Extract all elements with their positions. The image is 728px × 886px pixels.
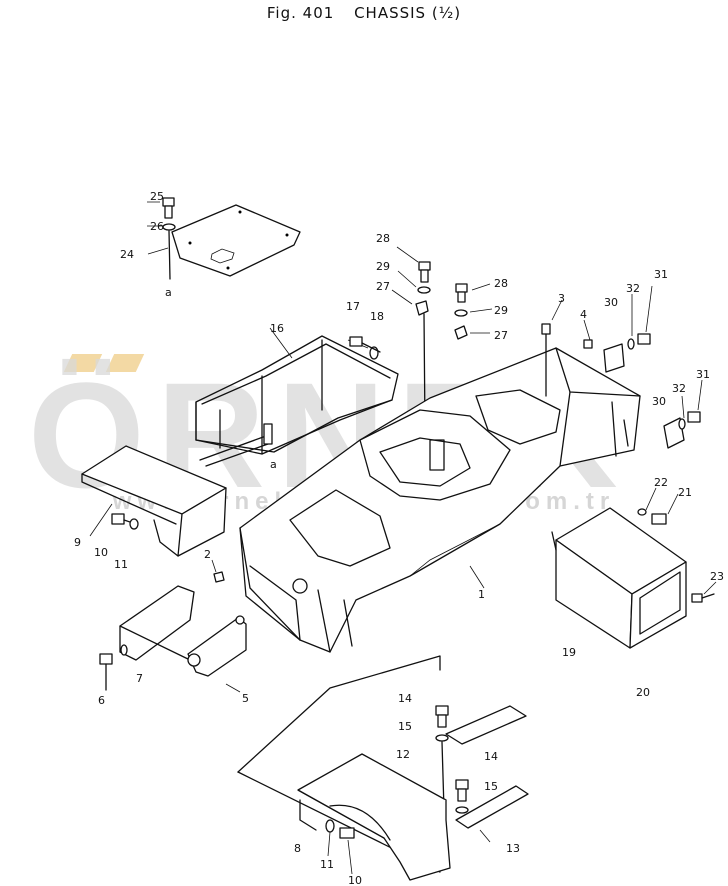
callout-31-upper: 31 (654, 268, 668, 281)
callout-30-upper: 30 (604, 296, 618, 309)
callout-15-lower: 15 (484, 780, 498, 793)
callout-1: 1 (478, 588, 485, 601)
plate-30-upper (603, 343, 625, 373)
callout-29-right: 29 (494, 304, 508, 317)
callout-19: 19 (562, 646, 576, 659)
callout-12: 12 (396, 748, 410, 761)
callout-15-upper: 15 (398, 720, 412, 733)
callout-10-lower: 10 (348, 874, 362, 886)
callout-18: 18 (370, 310, 384, 323)
callout-7: 7 (136, 672, 143, 685)
callout-27-right: 27 (494, 329, 508, 342)
bolt-31-upper (627, 285, 653, 350)
callout-32-lower: 32 (672, 382, 686, 395)
callout-14-lower: 14 (484, 750, 498, 763)
lower-step-plate (237, 655, 451, 881)
callout-9: 9 (74, 536, 81, 549)
tool-box-19 (551, 507, 687, 649)
callout-25: 25 (150, 190, 164, 203)
callout-30-lower: 30 (652, 395, 666, 408)
callout-20: 20 (636, 686, 650, 699)
callout-17: 17 (346, 300, 360, 313)
bolt-6-7 (99, 644, 128, 691)
figure-number: Fig. 401 (266, 4, 335, 22)
rack-5 (119, 585, 247, 693)
floor-plate-9 (81, 445, 227, 557)
bolt-25 (147, 197, 176, 280)
step-13 (445, 705, 529, 843)
bolt-2 (211, 559, 225, 583)
callout-31-lower: 31 (696, 368, 710, 381)
callout-26: 26 (150, 220, 164, 233)
cover-plate-24 (171, 204, 301, 277)
bolt-21-22 (637, 487, 679, 525)
callout-24: 24 (120, 248, 134, 261)
callout-14-upper: 14 (398, 692, 412, 705)
callout-22: 22 (654, 476, 668, 489)
callout-16: 16 (270, 322, 284, 335)
callout-27-left: 27 (376, 280, 390, 293)
bolt-28-right (454, 283, 493, 340)
callout-28-left: 28 (376, 232, 390, 245)
figure-title: Fig. 401 CHASSIS (½) (0, 4, 728, 22)
main-frame-1 (239, 347, 641, 653)
callout-4: 4 (580, 308, 587, 321)
bolt-17 (349, 336, 381, 360)
callout-11-lower: 11 (320, 858, 334, 871)
bolt-10-11-lower (325, 819, 355, 875)
callout-8: 8 (294, 842, 301, 855)
callout-6: 6 (98, 694, 105, 707)
guard-frame-16 (195, 327, 399, 467)
callout-10-left: 10 (94, 546, 108, 559)
bolt-10-11-left (111, 513, 139, 530)
bolt-14-lower (455, 779, 469, 814)
bolt-4 (583, 319, 593, 349)
bolt-14-upper (435, 705, 449, 811)
callout-23: 23 (710, 570, 724, 583)
callout-29-left: 29 (376, 260, 390, 273)
callout-3: 3 (558, 292, 565, 305)
figure-caption: CHASSIS (½) (354, 4, 462, 22)
callout-11-left: 11 (114, 558, 128, 571)
bolt-31-lower (678, 379, 703, 430)
lock-23 (691, 581, 717, 603)
callout-13: 13 (506, 842, 520, 855)
callout-a-frame: a (270, 458, 277, 471)
callout-2: 2 (204, 548, 211, 561)
callout-a-top: a (165, 286, 172, 299)
bolt-28-left (391, 246, 431, 431)
callout-28-right: 28 (494, 277, 508, 290)
bracket-3 (541, 299, 563, 397)
callout-32-upper: 32 (626, 282, 640, 295)
callout-5: 5 (242, 692, 249, 705)
callout-21: 21 (678, 486, 692, 499)
